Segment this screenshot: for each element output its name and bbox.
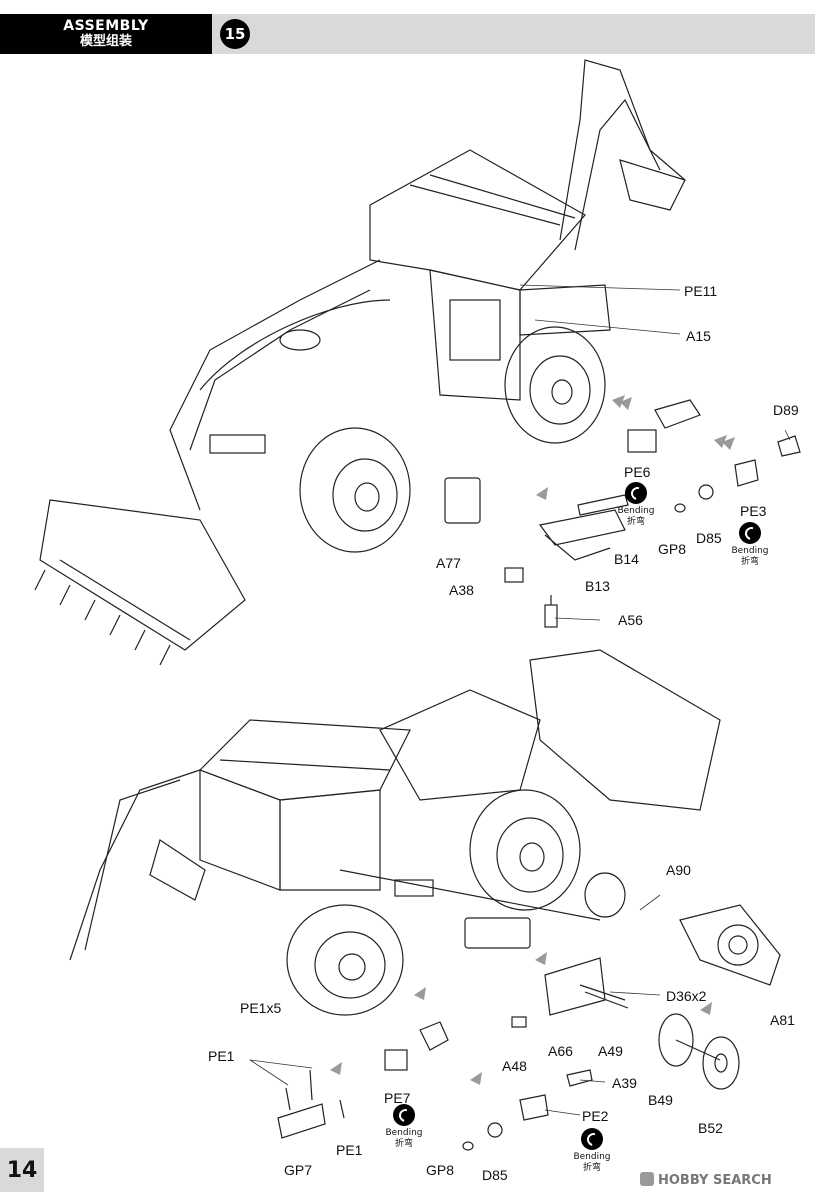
bottom-vehicle-drawing	[69, 649, 721, 1016]
watermark-text: HOBBY SEARCH	[658, 1173, 772, 1188]
part-label-pe1x5: PE1x5	[240, 1000, 282, 1016]
top-vehicle-drawing	[34, 59, 686, 666]
header-tab: ASSEMBLY 模型组装	[0, 14, 212, 54]
part-label-b52: B52	[698, 1120, 723, 1136]
bending-label-zh: 折弯	[626, 517, 645, 527]
bending-label-en: Bending	[573, 1152, 611, 1162]
bending-label-en: Bending	[731, 546, 769, 556]
part-label-a15: A15	[686, 328, 711, 344]
part-label-pe11: PE11	[684, 283, 718, 299]
part-label-a66: A66	[548, 1043, 573, 1059]
direction-arrows	[330, 395, 735, 1085]
bending-indicator: Bending 折弯	[720, 522, 780, 568]
part-label-b14: B14	[614, 551, 639, 567]
part-label-a38: A38	[449, 582, 474, 598]
part-label-pe3: PE3	[740, 503, 767, 519]
header-subtitle: 模型组装	[79, 34, 132, 49]
watermark-logo-icon	[640, 1172, 654, 1186]
bending-icon	[393, 1104, 415, 1126]
part-label-pe7: PE7	[384, 1090, 411, 1106]
part-label-a81: A81	[770, 1012, 795, 1028]
part-label-a90: A90	[666, 862, 691, 878]
bending-label-zh: 折弯	[394, 1139, 413, 1149]
part-label-pe6: PE6	[624, 464, 651, 480]
watermark: HOBBY SEARCH	[640, 1172, 772, 1188]
part-label-a39: A39	[612, 1075, 637, 1091]
part-label-a77: A77	[436, 555, 461, 571]
part-label-b13: B13	[585, 578, 610, 594]
leader-lines	[249, 284, 791, 1116]
bottom-parts-drawing	[277, 904, 781, 1151]
bending-icon	[625, 482, 647, 504]
part-label-a48: A48	[502, 1058, 527, 1074]
bending-indicator: Bending 折弯	[606, 482, 666, 528]
page-number: 14	[0, 1148, 44, 1192]
bending-icon	[739, 522, 761, 544]
part-label-pe1: PE1	[336, 1142, 363, 1158]
part-label-pe2: PE2	[582, 1108, 609, 1124]
part-label-d85: D85	[696, 530, 722, 546]
header-title: ASSEMBLY	[63, 18, 149, 34]
part-label-pe1: PE1	[208, 1048, 235, 1064]
part-label-d85: D85	[482, 1167, 508, 1183]
header-bar: ASSEMBLY 模型组装 15	[0, 14, 815, 54]
bending-label-en: Bending	[385, 1128, 423, 1138]
bending-indicator: Bending 折弯	[374, 1104, 434, 1150]
bending-label-zh: 折弯	[740, 557, 759, 567]
part-label-gp8: GP8	[658, 541, 687, 557]
part-label-b49: B49	[648, 1092, 673, 1108]
step-number-badge: 15	[220, 19, 250, 49]
part-label-gp7: GP7	[284, 1162, 313, 1178]
top-parts-drawing	[444, 399, 801, 628]
bending-label-zh: 折弯	[582, 1163, 601, 1173]
part-label-d89: D89	[773, 402, 799, 418]
bending-icon	[581, 1128, 603, 1150]
bending-indicator: Bending 折弯	[562, 1128, 622, 1174]
part-label-a49: A49	[598, 1043, 623, 1059]
bending-label-en: Bending	[617, 506, 655, 516]
part-label-a56: A56	[618, 612, 643, 628]
part-label-d36x2: D36x2	[666, 988, 707, 1004]
part-label-gp8: GP8	[426, 1162, 455, 1178]
